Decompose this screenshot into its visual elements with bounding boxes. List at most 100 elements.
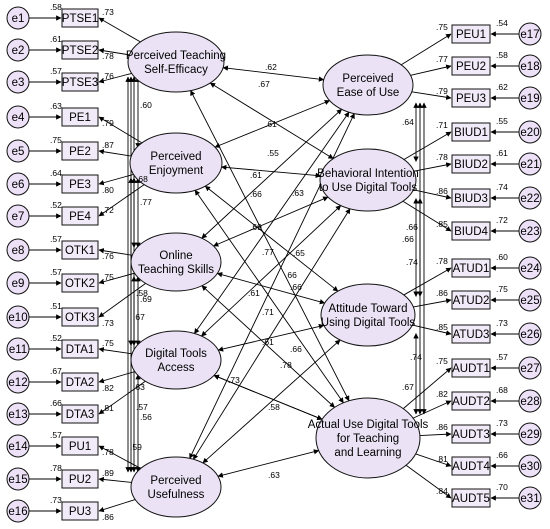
latent-construct-label: Teaching Skills: [138, 264, 214, 276]
indicator-label: OTK2: [65, 278, 95, 290]
loading-label: .78: [102, 447, 114, 457]
indicator-box: [451, 188, 491, 208]
latent-construct-label: to Use Digital Tools: [319, 182, 417, 194]
loading-label: .79: [102, 118, 114, 128]
error-term-label: e18: [520, 61, 539, 73]
loading-path: [411, 91, 452, 100]
covariance-label: .69: [140, 294, 152, 304]
structural-coefficient-label: .66: [290, 282, 302, 292]
indicator-label: AUDT2: [452, 396, 490, 408]
error-term: [6, 139, 30, 163]
loading-path: [98, 476, 132, 483]
latent-construct-label: Perceived: [150, 475, 201, 487]
indicator-box: [451, 24, 491, 44]
latent-construct-label: Attitude Toward: [328, 303, 407, 315]
structural-coefficient-label: .69: [250, 222, 262, 232]
error-term-label: e4: [12, 112, 25, 124]
error-term-label: e12: [8, 377, 27, 389]
r-squared-label: .64: [50, 168, 62, 178]
error-term: [518, 54, 542, 78]
indicator-label: AUDT4: [452, 461, 490, 473]
loading-label: .78: [436, 152, 448, 162]
error-term: [518, 86, 542, 110]
r-squared-label: .61: [496, 148, 508, 158]
loading-path: [98, 347, 133, 355]
covariance-label: .56: [140, 412, 152, 422]
structural-coefficient-label: .61: [262, 337, 274, 347]
indicator-box: [61, 339, 99, 359]
covariance-label: .74: [410, 352, 422, 362]
r-squared-label: .66: [50, 398, 62, 408]
indicator-box: [61, 107, 99, 127]
r-squared-label: .57: [50, 66, 62, 76]
loading-label: .73: [102, 7, 114, 17]
indicator-label: PE2: [69, 146, 91, 158]
loading-path: [402, 367, 452, 409]
latent-construct-label: Usefulness: [148, 489, 205, 501]
error-term: [518, 486, 542, 510]
error-term-label: e15: [8, 474, 27, 486]
covariance-label: .59: [130, 442, 142, 452]
structural-coefficient-label: .73: [228, 375, 240, 385]
structural-coefficient-label: .58: [268, 402, 280, 412]
error-term-label: e31: [520, 493, 539, 505]
indicator-label: PEU1: [456, 29, 486, 41]
latent-construct-label: Access: [157, 362, 194, 374]
loading-label: .76: [102, 251, 114, 261]
loading-path: [401, 33, 452, 66]
latent-construct-label: Self-Efficacy: [144, 64, 208, 76]
error-term-label: e25: [520, 295, 539, 307]
covariance-label: .67: [402, 382, 414, 392]
loading-path: [419, 431, 452, 437]
loading-path: [403, 267, 452, 296]
loading-label: .76: [102, 71, 114, 81]
indicator-box: [451, 324, 491, 344]
indicator-box: [61, 307, 99, 327]
indicator-box: [451, 391, 491, 411]
error-term-label: e2: [12, 45, 25, 57]
r-squared-label: .52: [50, 200, 62, 210]
loading-path: [98, 72, 132, 84]
loading-label: .72: [102, 205, 114, 215]
structural-path: [217, 449, 320, 478]
loading-label: .73: [102, 318, 114, 328]
indicator-label: PTSE2: [62, 45, 98, 57]
loading-path: [98, 48, 130, 56]
indicator-label: AUDT3: [452, 429, 490, 441]
loading-label: .80: [102, 185, 114, 195]
error-term: [6, 6, 30, 30]
r-squared-label: .67: [50, 366, 62, 376]
r-squared-label: .52: [50, 333, 62, 343]
latent-construct: [315, 397, 421, 479]
error-term: [6, 105, 30, 129]
loading-label: .82: [436, 389, 448, 399]
structural-coefficient-label: .62: [265, 62, 277, 72]
loading-label: .86: [436, 186, 448, 196]
indicator-box: [61, 501, 99, 521]
error-term-label: e26: [520, 329, 539, 341]
indicator-box: [451, 154, 491, 174]
indicator-box: [61, 40, 99, 60]
covariance-label: .66: [402, 234, 414, 244]
latent-construct: [127, 31, 225, 93]
loading-label: .85: [436, 219, 448, 229]
loading-path: [98, 149, 132, 157]
latent-construct-label: and Learning: [334, 447, 401, 459]
r-squared-label: .58: [50, 2, 62, 12]
indicator-label: PEU2: [456, 61, 486, 73]
r-squared-label: .60: [496, 252, 508, 262]
loading-path: [410, 64, 452, 76]
indicator-label: PTSE3: [62, 77, 98, 89]
loading-path: [413, 298, 452, 308]
r-squared-label: .75: [496, 284, 508, 294]
indicator-label: OTK3: [65, 312, 95, 324]
indicator-label: OTK1: [65, 245, 95, 257]
r-squared-label: .57: [50, 430, 62, 440]
r-squared-label: .66: [496, 450, 508, 460]
latent-construct-label: Ease of Use: [337, 87, 400, 99]
latent-construct-label: Digital Tools: [145, 348, 207, 360]
error-term: [518, 256, 542, 280]
covariance-label: .68: [136, 174, 148, 184]
indicator-label: BIUD2: [454, 159, 488, 171]
r-squared-label: .73: [50, 495, 62, 505]
